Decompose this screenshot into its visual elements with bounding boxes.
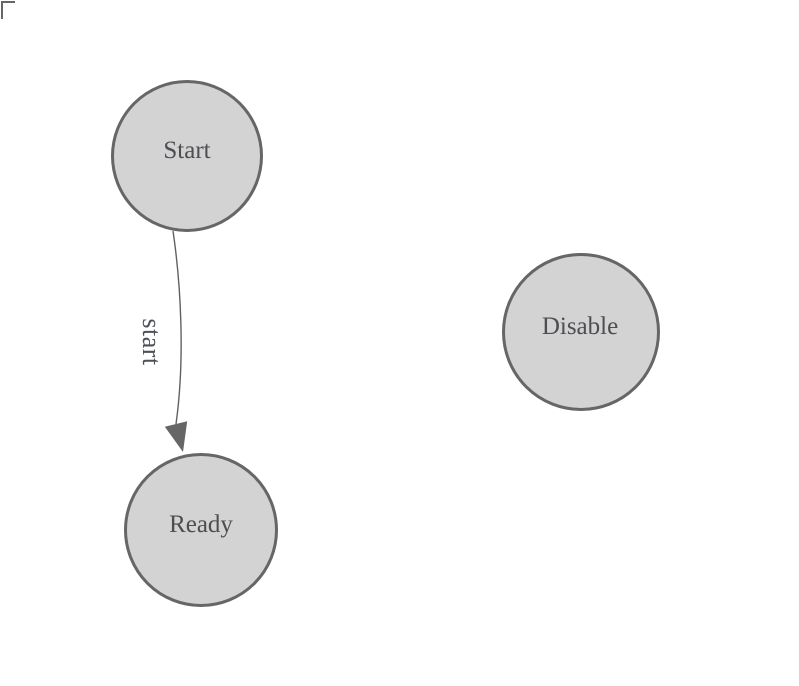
node-ready-circle[interactable] xyxy=(124,453,278,607)
edge-start-to-ready[interactable]: start xyxy=(137,230,188,452)
node-start-label: Start xyxy=(163,137,210,164)
node-ready[interactable]: Ready xyxy=(124,453,278,607)
node-disable[interactable]: Disable xyxy=(502,253,660,411)
edge-arrowhead-icon xyxy=(164,421,188,452)
node-start-circle[interactable] xyxy=(111,80,263,232)
edge-path[interactable] xyxy=(172,230,182,425)
node-disable-circle[interactable] xyxy=(502,253,660,411)
node-start[interactable]: Start xyxy=(111,80,263,232)
edge-label[interactable]: start xyxy=(137,318,166,366)
canvas-corner-mark-icon xyxy=(1,1,15,19)
node-ready-label: Ready xyxy=(169,511,233,538)
node-disable-label: Disable xyxy=(542,313,618,340)
